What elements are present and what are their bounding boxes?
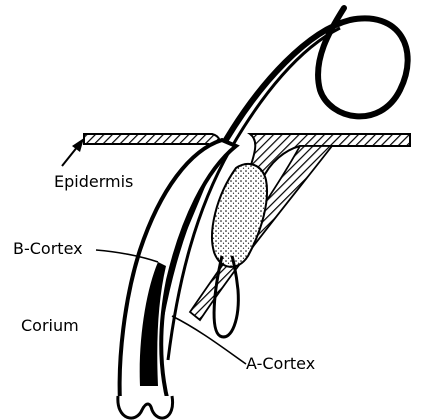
label-epidermis: Epidermis [54,174,133,190]
epidermis-right [250,134,410,180]
label-a-cortex: A-Cortex [246,356,315,372]
label-corium: Corium [21,318,79,334]
epidermis-arrow [62,138,84,166]
hair-bulb [118,396,173,418]
sebaceous-gland [212,164,267,267]
label-b-cortex: B-Cortex [13,241,83,257]
